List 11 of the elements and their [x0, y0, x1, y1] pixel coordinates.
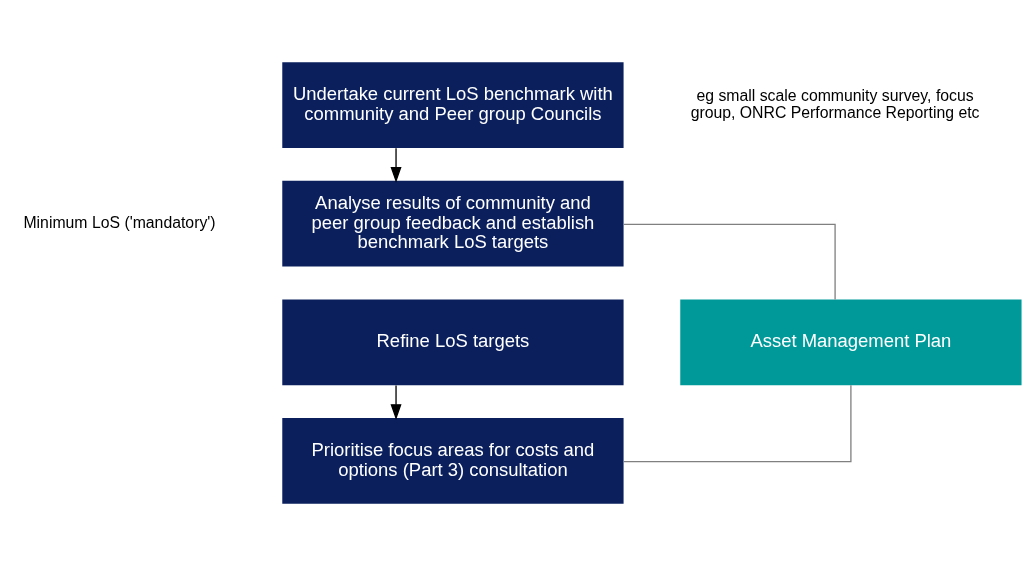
label: eg small scale community survey, focus group, ONRC Performance Reporting etc: [690, 86, 980, 121]
label: Minimum LoS ('mandatory'): [23, 213, 216, 231]
node-box: Prioritise focus areas for costs and options (Part 3) consultation: [282, 418, 624, 504]
node-box: Analyse results of community and peer group feedback and establish benchmark LoS targets: [282, 180, 624, 267]
node-box: Refine LoS targets: [282, 299, 624, 386]
connector: [623, 223, 836, 301]
node-box: Undertake current LoS benchmark with community and Peer group Councils: [282, 62, 624, 148]
arrow: [390, 384, 402, 420]
node-box: Asset Management Plan: [680, 299, 1022, 386]
arrow: [390, 147, 402, 183]
connector: [623, 384, 852, 463]
